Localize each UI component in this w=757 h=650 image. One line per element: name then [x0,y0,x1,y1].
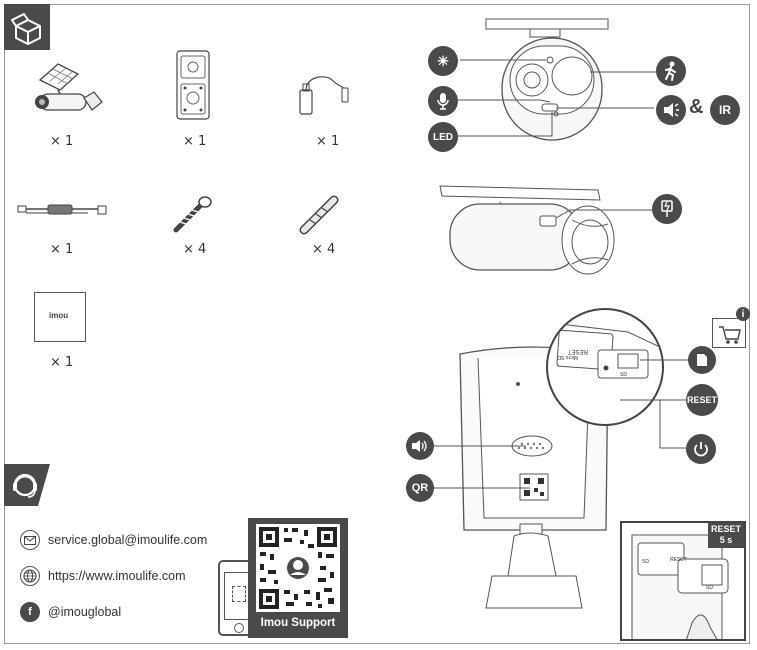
speaker-light-icon [656,95,686,125]
speaker-icon [406,432,434,460]
contact-website[interactable]: https://www.imoulife.com [20,566,186,586]
svg-text:RESET: RESET [568,348,588,354]
email-text: service.global@imoulife.com [48,533,208,547]
item-quick-start-guide-icon: imou [34,292,86,342]
light-sensor-icon: ☀ [428,46,458,76]
item-solar-camera-icon [28,62,108,127]
camera-front-diagram [454,18,662,141]
item-qty: × 1 [50,134,74,149]
item-qty: × 4 [183,242,207,257]
box-contents-icon [4,4,50,50]
svg-text:SD: SD [706,585,713,591]
contact-facebook[interactable]: f @imouglobal [20,602,121,622]
item-qty: × 1 [316,134,340,149]
camera-side-diagram [439,185,660,275]
facebook-text: @imouglobal [48,605,122,619]
globe-icon [20,566,40,586]
svg-text:SD: SD [620,372,627,378]
svg-text:RESET: RESET [670,557,687,563]
support-qr-code[interactable]: Imou Support [248,518,348,638]
item-qty: × 1 [50,355,74,370]
reset-badge: RESET [686,384,718,416]
reset-inset-label: RESET 5 s [708,523,744,548]
svg-text:Micro SD: Micro SD [557,354,578,360]
led-indicator-badge: LED [428,122,458,152]
microphone-icon [428,86,458,116]
website-text: https://www.imoulife.com [48,569,186,583]
item-extension-cable-icon [17,202,107,227]
qr-badge: QR [406,474,434,502]
charging-port-icon [652,194,682,224]
power-icon [686,434,716,464]
contact-email[interactable]: service.global@imoulife.com [20,530,207,550]
svg-text:SD: SD [642,559,649,565]
item-screws-icon [172,194,214,239]
support-label: Imou Support [260,617,336,629]
headset-support-icon [4,464,50,506]
reset-zoom-circle: RESET Micro SD SD [546,308,664,426]
facebook-icon: f [20,602,40,622]
item-qty: × 1 [50,242,74,257]
item-qty: × 1 [183,134,207,149]
shopping-cart-icon[interactable] [712,318,746,348]
item-usb-cable-icon [298,72,354,123]
item-qty: × 4 [312,242,336,257]
page-frame [4,4,750,644]
reset-inset-title: RESET [710,524,741,534]
info-icon[interactable]: i [736,307,750,321]
microsd-card-icon [688,346,716,374]
item-anchors-icon [299,194,342,239]
item-mounting-template-icon [176,50,210,127]
motion-sensor-icon [656,56,686,86]
reset-inset-time: 5 s [719,535,733,545]
speaker-qr-lines [434,445,530,489]
envelope-icon [20,530,40,550]
and-sign: & [689,96,704,118]
guide-brand: imou [49,311,69,320]
ir-badge: IR [710,95,740,125]
reset-inset-panel: SD RESET SD RESET 5 s [620,521,746,641]
